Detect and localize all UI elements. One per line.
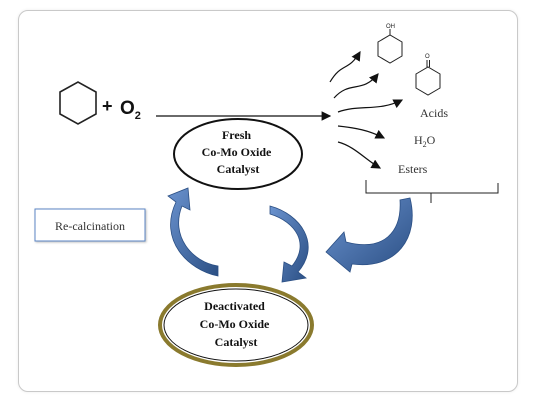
acids-label: Acids — [420, 106, 448, 120]
products-bracket — [365, 180, 499, 203]
recalcination-label: Re-calcination — [55, 219, 125, 233]
product-arrow-water — [337, 125, 386, 139]
product-arrow-cyclohexanone — [333, 73, 379, 99]
cyclohexanol-icon — [377, 29, 403, 64]
product-arrow-cyclohexanol — [329, 50, 361, 83]
product-arrow-esters — [337, 141, 382, 169]
esters-label: Esters — [398, 162, 428, 176]
oxygen-label: O2 — [120, 98, 141, 122]
fresh-catalyst-label: Fresh Co-Mo Oxide Catalyst — [202, 128, 275, 176]
ketone-o-label: O — [425, 54, 430, 60]
product-arrow-acids — [337, 99, 404, 113]
water-label: H2O — [414, 133, 436, 149]
deactivated-catalyst-label: Deactivated Co-Mo Oxide Catalyst — [200, 299, 273, 349]
cyclohexane-icon — [59, 81, 97, 125]
cycle-arrow-regeneration — [167, 187, 219, 277]
fresh-catalyst-ellipse — [173, 118, 303, 190]
recalcination-box — [34, 208, 146, 242]
plus-sign: + — [102, 96, 113, 116]
oh-label: OH — [386, 24, 395, 30]
deactivated-inner-ring — [163, 288, 309, 362]
cycle-arrow-products-return — [325, 197, 413, 273]
cyclohexanone-icon — [415, 60, 441, 96]
deactivated-catalyst-ellipse — [158, 283, 314, 367]
cycle-arrow-deactivation — [269, 205, 309, 283]
